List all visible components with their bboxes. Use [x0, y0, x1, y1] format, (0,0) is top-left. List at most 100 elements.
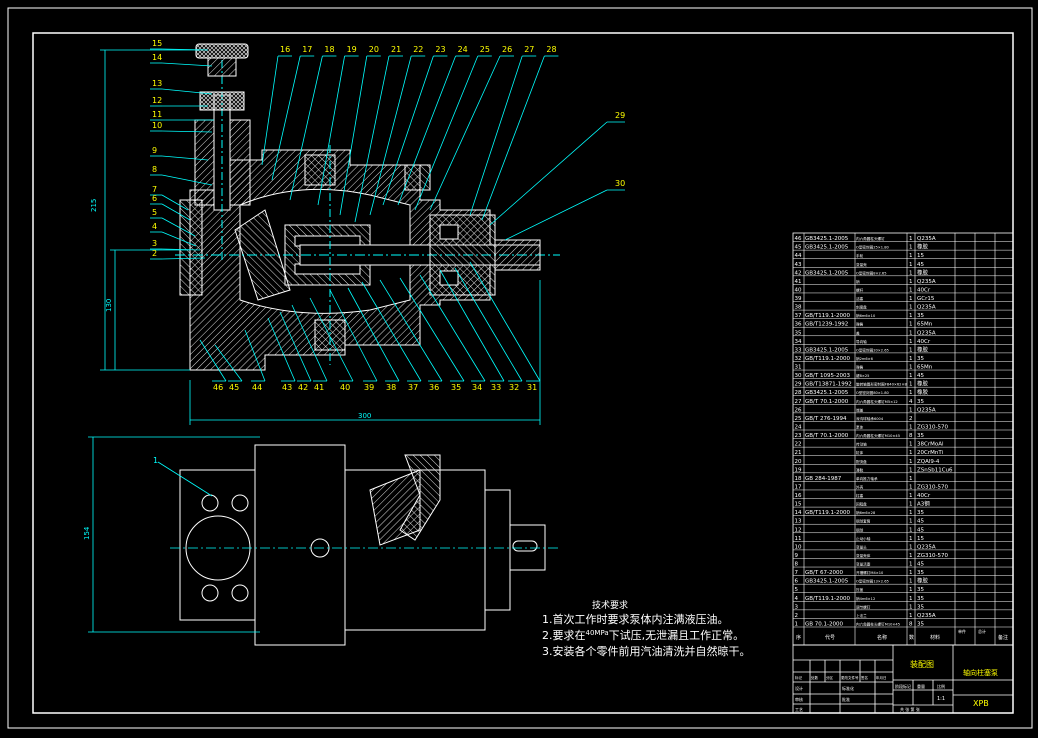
- bom-no: 1: [795, 622, 799, 628]
- bom-name: 滑靴: [856, 467, 864, 472]
- bom-material: 35: [917, 399, 924, 405]
- bom-no: 36: [795, 322, 802, 328]
- bom-qty: 1: [909, 296, 913, 302]
- bom-name: 导向轴: [856, 339, 867, 344]
- bom-qty: 1: [909, 313, 913, 319]
- bom-material: Q235A: [917, 330, 936, 336]
- bom-material: 35: [917, 622, 924, 628]
- bom-qty: 1: [909, 544, 913, 550]
- bom-no: 37: [795, 313, 802, 319]
- bom-material: ZSnSb11Cu6: [917, 467, 953, 473]
- bom-no: 14: [795, 510, 802, 516]
- label-designer: 设计: [795, 685, 803, 691]
- tech-title: 技术要求: [592, 599, 628, 611]
- balloon-number: 34: [472, 383, 482, 392]
- bom-material: A3钢: [917, 500, 930, 508]
- bom-name: O型密封圈20×2.65: [856, 347, 889, 352]
- bom-code: GB/T119.1-2000: [805, 596, 850, 602]
- balloon-number: 24: [458, 45, 468, 54]
- balloon-leader: [161, 248, 201, 251]
- bom-name: 止动小轴: [856, 536, 871, 541]
- balloon-leader: [481, 55, 545, 221]
- bom-name: 弹簧: [856, 322, 864, 327]
- bom-name: 活塞: [856, 296, 864, 301]
- bom-no: 31: [795, 365, 802, 371]
- knob-neck: [207, 57, 237, 77]
- dimensions-plan: [88, 436, 260, 633]
- bom-material: 45: [917, 262, 924, 268]
- balloon-leader: [414, 55, 479, 211]
- bom-no: 2: [795, 613, 799, 619]
- hand-knob: [195, 43, 249, 59]
- balloon-leader: [161, 194, 189, 211]
- balloon-number: 22: [413, 45, 423, 54]
- bom-no: 9: [795, 553, 799, 559]
- dim-height-total: 215: [90, 199, 98, 212]
- bom-material: Q235A: [917, 305, 936, 311]
- dim-height-lower: 130: [105, 299, 113, 312]
- balloon-leader: [244, 329, 266, 382]
- bom-code: GB3425.1-2005: [805, 236, 849, 242]
- bom-code: GB/T 70.1-2000: [805, 399, 849, 405]
- plan-balloon-1: 1: [153, 456, 158, 465]
- balloon-number: 20: [369, 45, 379, 54]
- bom-name: 盖: [856, 330, 860, 335]
- bom-material: 45: [917, 373, 924, 379]
- bom-no: 27: [795, 399, 802, 405]
- bom-material: Q235A: [917, 407, 936, 413]
- balloon-number: 30: [615, 179, 625, 188]
- bom-material: 橡胶: [917, 388, 929, 396]
- title-block: [792, 644, 1014, 714]
- bom-name: 销6m6×28: [856, 510, 876, 515]
- bom-name: 手轮: [856, 253, 864, 258]
- bolt-hole-2: [231, 494, 249, 512]
- lock-nut: [199, 91, 245, 111]
- balloon-number: 28: [546, 45, 556, 54]
- balloon-number: 25: [480, 45, 490, 54]
- label-sheet: 共 张 第 张: [900, 706, 920, 712]
- product-name: 轴向柱塞泵: [963, 668, 998, 677]
- balloon-leader: [469, 55, 523, 216]
- balloon-leader: [439, 269, 505, 382]
- bom-qty: 1: [909, 407, 913, 413]
- balloon-number: 9: [152, 146, 157, 155]
- revision-label: 标记: [795, 675, 803, 680]
- bom-no: 10: [795, 544, 802, 550]
- balloon-leader: [161, 203, 191, 221]
- bom-qty: 1: [909, 570, 913, 576]
- bom-qty: 8: [909, 622, 913, 628]
- bom-code: GB/T 70.1-2000: [805, 433, 849, 439]
- balloon-leader: [199, 339, 227, 382]
- bom-header-name: 名称: [877, 634, 887, 641]
- bom-material: Q235A: [917, 279, 936, 285]
- bom-no: 17: [795, 484, 802, 490]
- balloon-number: 14: [152, 53, 162, 62]
- bom-name: 刻度盘: [856, 305, 867, 310]
- bom-code: GB/T119.1-2000: [805, 313, 850, 319]
- balloon-leader: [214, 344, 243, 382]
- bom-code: GB3425.1-2005: [805, 347, 849, 353]
- bom-qty: 1: [909, 373, 913, 379]
- bom-header-unit: 单件: [958, 628, 966, 634]
- dim-height-plan: 154: [83, 526, 91, 540]
- balloon-number: 23: [435, 45, 445, 54]
- balloon-leader: [279, 311, 312, 382]
- label-ratio: 比例: [937, 683, 945, 689]
- balloon-leader: [379, 279, 443, 382]
- bom-name: 变量壳体: [856, 553, 871, 558]
- bom-no: 35: [795, 330, 802, 336]
- bom-material: 45: [917, 562, 924, 568]
- bom-name: O型密封圈25×1.80: [856, 245, 890, 250]
- plan-shaft: [509, 524, 546, 571]
- bom-code: GB3425.1-2005: [805, 270, 849, 276]
- bom-qty: 1: [909, 579, 913, 585]
- balloon-number: 38: [386, 383, 396, 392]
- bom-material: Q235A: [917, 544, 936, 550]
- bom-qty: 1: [909, 245, 913, 251]
- bom-qty: 1: [909, 253, 913, 259]
- balloon-number: 6: [152, 194, 157, 203]
- bom-qty: 1: [909, 502, 913, 508]
- bom-name: 销4m6×12: [856, 596, 875, 601]
